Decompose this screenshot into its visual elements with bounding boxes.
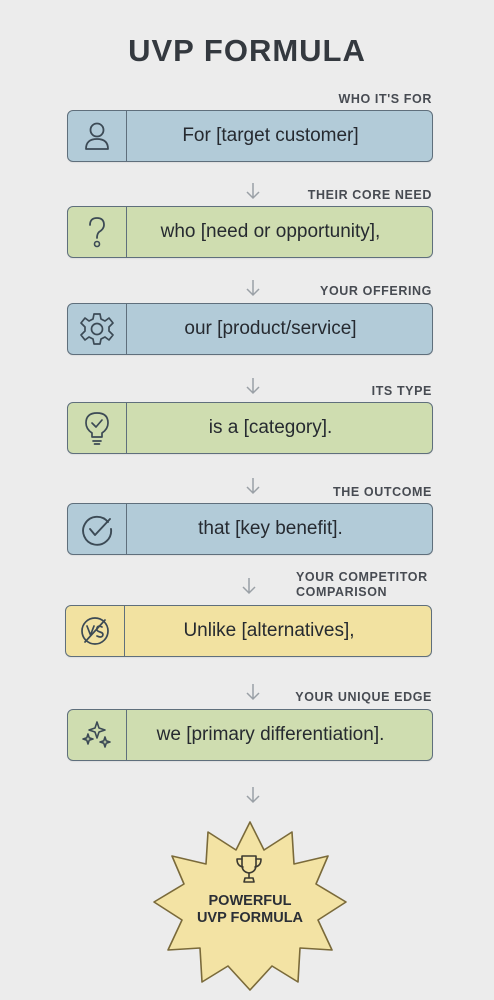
down-arrow-icon [246,378,260,395]
step-box-benefit: that [key benefit]. [67,503,433,555]
step-text: is a [category]. [208,417,333,438]
check-icon [68,504,127,554]
step-box-differentiation: we [primary differentiation]. [67,709,433,761]
step-label-line: COMPARISON [296,585,388,599]
step-label-who: WHO IT'S FOR [338,92,432,106]
step-label-edge: YOUR UNIQUE EDGE [295,690,432,704]
step-box-offering: our [product/service] [67,303,433,355]
down-arrow-icon [246,280,260,297]
step-label-type: ITS TYPE [371,384,432,398]
gear-icon [68,304,127,354]
step-box-target-customer: For [target customer] [67,110,433,162]
down-arrow-icon [246,684,260,701]
step-label-outcome: THE OUTCOME [333,485,432,499]
step-label-line: YOUR COMPETITOR [296,570,428,584]
step-box-need: who [need or opportunity], [67,206,433,258]
diagram-title: UVP FORMULA [128,33,366,68]
question-icon [68,207,127,257]
step-text: our [product/service] [184,318,357,339]
down-arrow-icon [246,478,260,495]
step-box-category: is a [category]. [67,402,433,454]
person-icon [68,111,127,161]
step-box-alternatives: Unlike [alternatives], [65,605,432,657]
result-line: UVP FORMULA [196,910,304,926]
down-arrow-icon [246,787,260,804]
down-arrow-icon [246,183,260,200]
result-starburst [153,821,347,991]
result-label: POWERFUL UVP FORMULA [170,893,330,927]
versus-icon [66,606,125,656]
down-arrow-icon [242,578,256,595]
sparkle-icon [68,710,127,760]
step-text: For [target customer] [182,125,359,146]
step-text: we [primary differentiation]. [156,724,385,745]
lightbulb-icon [68,403,127,453]
result-line: POWERFUL [208,893,292,909]
step-text: who [need or opportunity], [160,221,381,242]
step-label-need: THEIR CORE NEED [307,188,432,202]
trophy-icon [232,852,266,886]
step-text: Unlike [alternatives], [183,620,355,641]
step-text: that [key benefit]. [198,518,343,539]
step-label-offering: YOUR OFFERING [320,284,432,298]
step-label-competitor: YOUR COMPETITOR COMPARISON [296,570,428,600]
